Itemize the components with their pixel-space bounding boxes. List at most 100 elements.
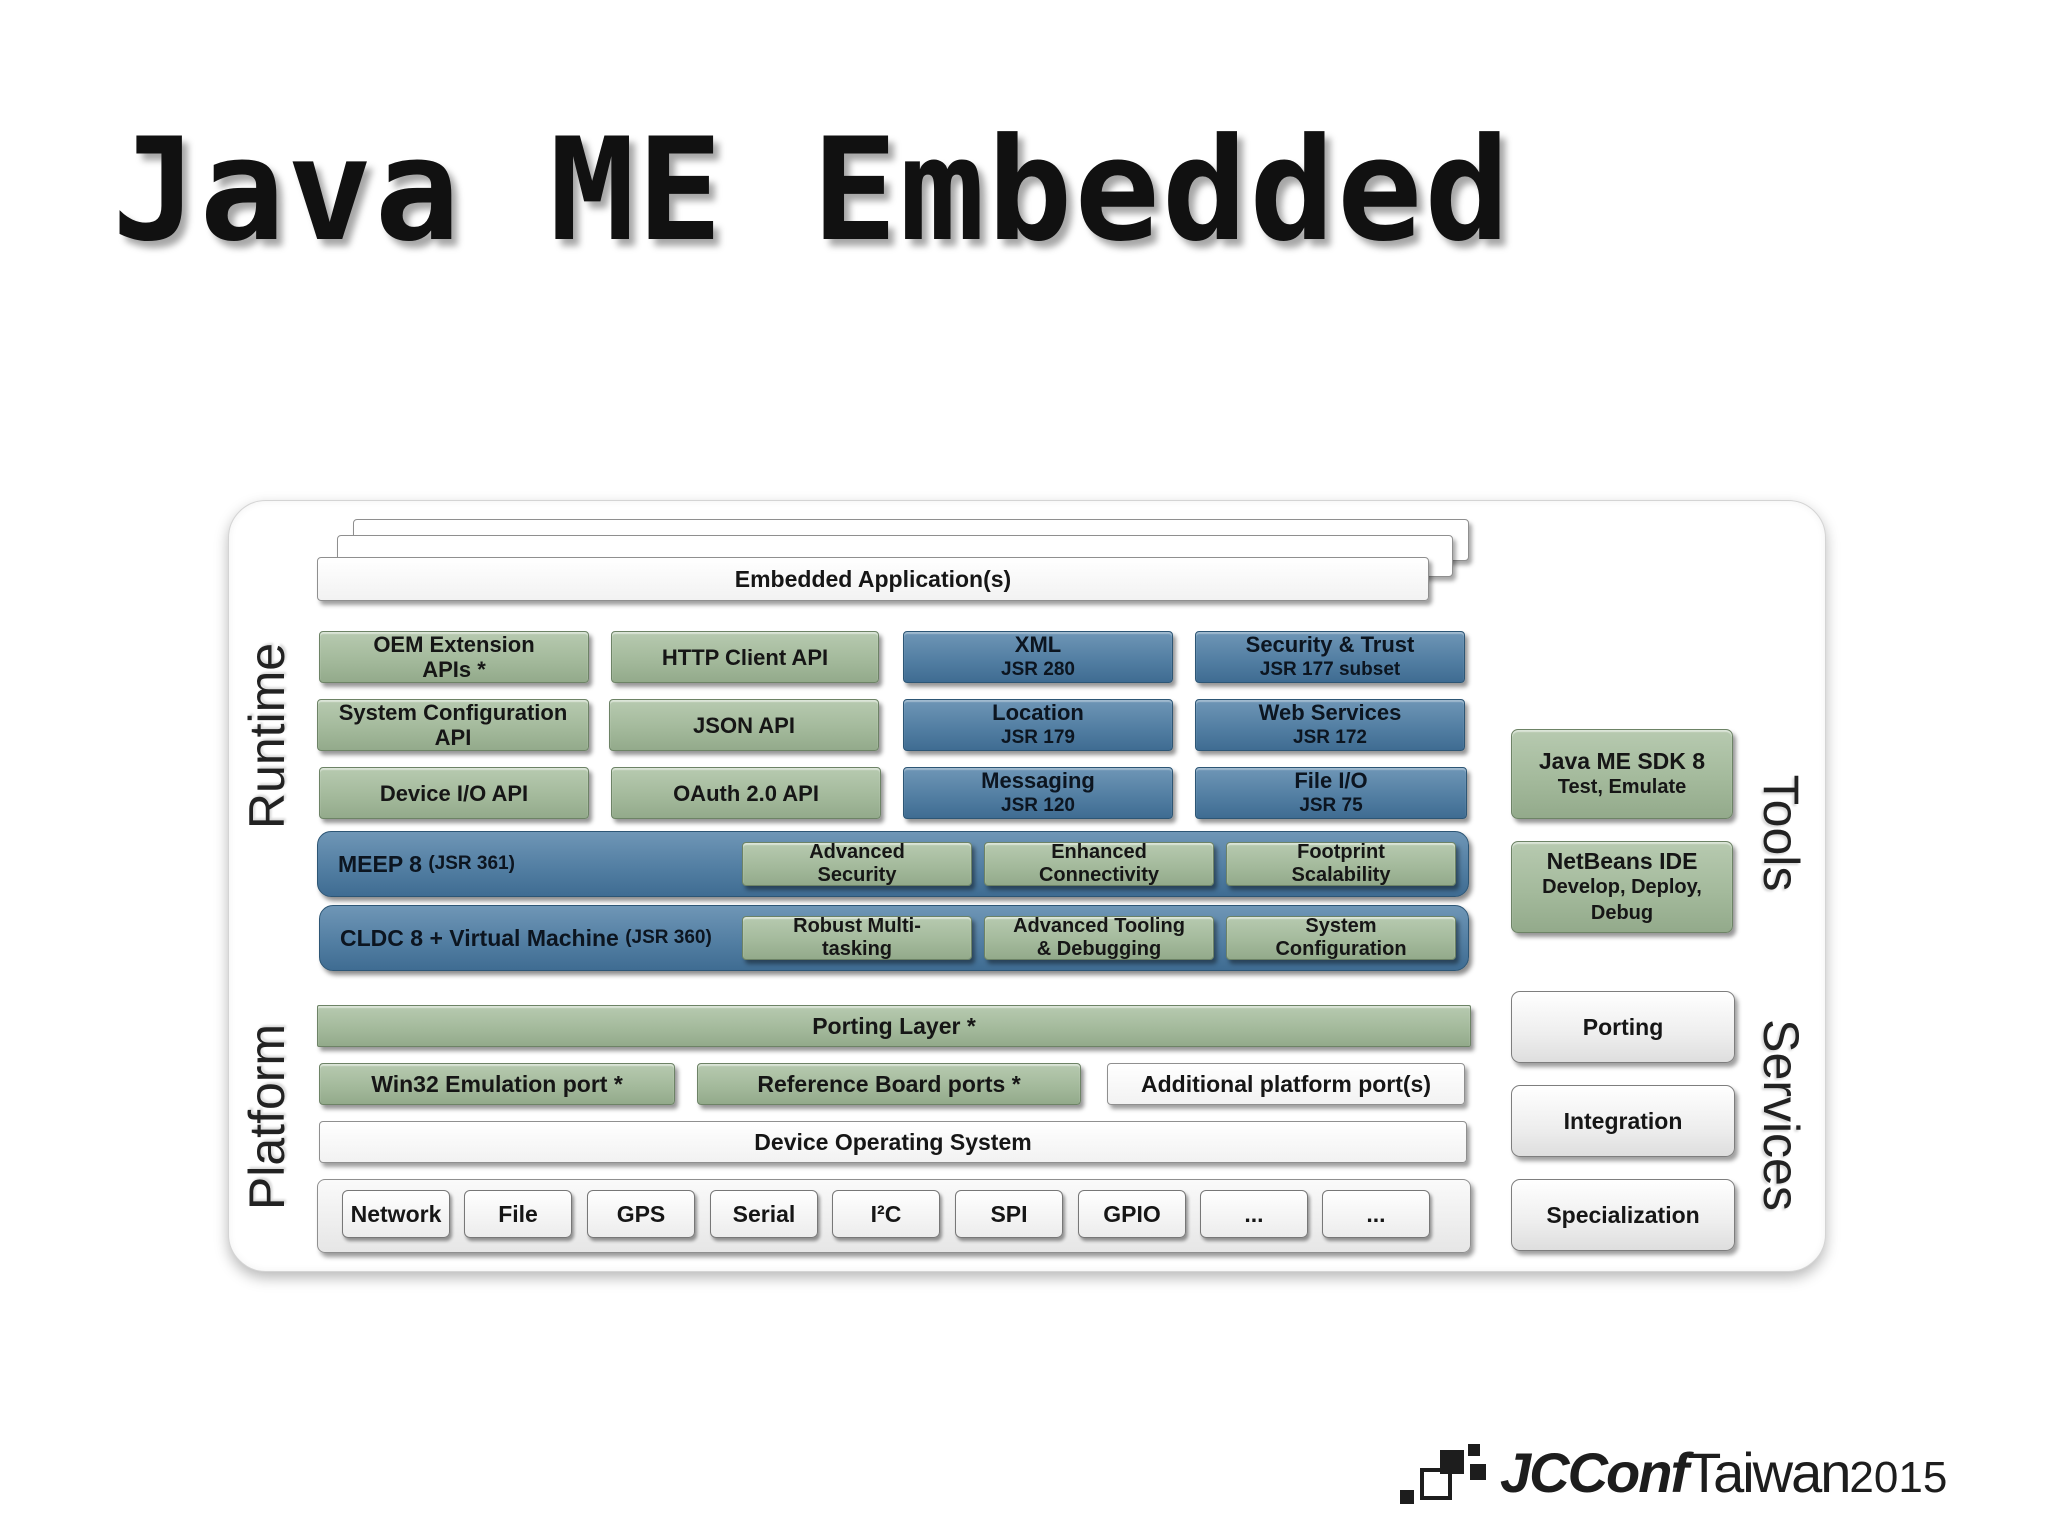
hw-more-2: ... [1322, 1190, 1430, 1238]
cldc-feature-advanced-tooling: Advanced Tooling & Debugging [984, 915, 1214, 960]
api-block-line1: JSON API [693, 712, 795, 738]
port-label: Reference Board ports * [757, 1070, 1021, 1097]
api-block-jsr: JSR 280 [1001, 659, 1075, 680]
meep-layer-label: MEEP 8 (JSR 361) [338, 832, 515, 896]
services-label: Services [1753, 1019, 1809, 1211]
tool-name: NetBeans IDE [1546, 848, 1698, 874]
api-block-web-services: Web Services JSR 172 [1195, 699, 1465, 751]
architecture-diagram: Runtime Platform Tools Services Embedded… [228, 500, 1826, 1272]
meep-feature-footprint-scalability: Footprint Scalability [1226, 841, 1456, 886]
feature-line1: Enhanced [1051, 841, 1147, 863]
port-additional-platform: Additional platform port(s) [1107, 1063, 1465, 1105]
tool-java-me-sdk: Java ME SDK 8 Test, Emulate [1511, 729, 1733, 819]
device-os-label: Device Operating System [754, 1128, 1032, 1155]
hardware-tray: Network File GPS Serial I²C SPI GPIO ...… [317, 1179, 1471, 1253]
api-block-xml: XML JSR 280 [903, 631, 1173, 683]
jcconf-logo-mark-icon [1400, 1442, 1496, 1508]
feature-line2: Scalability [1291, 864, 1391, 886]
jcconf-logo: JCConfTaiwan2015 [1400, 1442, 1947, 1508]
api-block-http-client: HTTP Client API [611, 631, 879, 683]
api-block-line1: OAuth 2.0 API [673, 780, 819, 806]
embedded-applications-layer: Embedded Application(s) [317, 557, 1429, 601]
hw-gps: GPS [587, 1190, 695, 1238]
service-label: Specialization [1546, 1201, 1700, 1228]
hw-spi: SPI [955, 1190, 1063, 1238]
service-porting: Porting [1511, 991, 1735, 1063]
api-block-security-trust: Security & Trust JSR 177 subset [1195, 631, 1465, 683]
tools-label: Tools [1753, 774, 1809, 892]
api-block-line1: Security & Trust [1245, 632, 1415, 657]
platform-label: Platform [239, 1023, 295, 1211]
api-block-jsr: JSR 75 [1299, 795, 1363, 816]
tool-name: Java ME SDK 8 [1538, 748, 1706, 774]
hw-gpio: GPIO [1078, 1190, 1186, 1238]
api-block-file-io: File I/O JSR 75 [1195, 767, 1467, 819]
porting-layer-label: Porting Layer * [812, 1012, 976, 1039]
api-block-jsr: JSR 172 [1293, 727, 1367, 748]
cldc-name: CLDC 8 + Virtual Machine [340, 924, 619, 951]
tool-description: Test, Emulate [1557, 776, 1687, 798]
hw-i2c: I²C [832, 1190, 940, 1238]
feature-line2: tasking [821, 938, 893, 960]
slide-title: Java ME Embedded [112, 108, 1512, 273]
api-block-line1: HTTP Client API [661, 644, 829, 670]
hw-network: Network [342, 1190, 450, 1238]
api-block-messaging: Messaging JSR 120 [903, 767, 1173, 819]
hw-more-1: ... [1200, 1190, 1308, 1238]
api-block-line2: APIs * [422, 657, 486, 682]
logo-brand: JCConf [1500, 1441, 1689, 1504]
api-block-line1: XML [1014, 632, 1062, 657]
hw-file: File [464, 1190, 572, 1238]
feature-line2: Configuration [1275, 938, 1407, 960]
cldc-layer: CLDC 8 + Virtual Machine (JSR 360) Robus… [319, 905, 1469, 971]
jcconf-logo-text: JCConfTaiwan2015 [1500, 1443, 1947, 1508]
service-label: Integration [1563, 1107, 1683, 1134]
api-block-oauth: OAuth 2.0 API [611, 767, 881, 819]
api-block-device-io: Device I/O API [319, 767, 589, 819]
port-label: Win32 Emulation port * [371, 1070, 623, 1097]
api-block-line1: File I/O [1294, 768, 1368, 793]
cldc-feature-system-configuration: System Configuration [1226, 915, 1456, 960]
meep-jsr: (JSR 361) [428, 853, 515, 874]
port-reference-board: Reference Board ports * [697, 1063, 1081, 1105]
feature-line1: Advanced [809, 841, 905, 863]
tool-description-cont: Debug [1590, 902, 1654, 924]
api-block-line1: Web Services [1258, 700, 1402, 725]
service-label: Porting [1582, 1013, 1664, 1040]
api-block-json: JSON API [609, 699, 879, 751]
feature-line1: System [1305, 915, 1377, 937]
api-block-location: Location JSR 179 [903, 699, 1173, 751]
api-block-line1: Location [992, 700, 1084, 725]
logo-year: 2015 [1849, 1453, 1948, 1502]
api-block-jsr: JSR 179 [1001, 727, 1075, 748]
hw-serial: Serial [710, 1190, 818, 1238]
runtime-label: Runtime [239, 642, 295, 830]
meep-feature-advanced-security: Advanced Security [742, 841, 972, 886]
tool-description: Develop, Deploy, [1542, 876, 1702, 898]
porting-layer: Porting Layer * [317, 1005, 1471, 1047]
api-block-line1: Device I/O API [379, 780, 529, 806]
service-specialization: Specialization [1511, 1179, 1735, 1251]
meep-feature-enhanced-connectivity: Enhanced Connectivity [984, 841, 1214, 886]
feature-line1: Robust Multi- [793, 915, 921, 937]
logo-location: Taiwan [1687, 1441, 1851, 1504]
feature-line1: Advanced Tooling [1013, 915, 1185, 937]
cldc-jsr: (JSR 360) [625, 927, 712, 948]
port-win32-emulation: Win32 Emulation port * [319, 1063, 675, 1105]
api-block-oem-extension: OEM Extension APIs * [319, 631, 589, 683]
feature-line2: Connectivity [1038, 864, 1160, 886]
tool-netbeans-ide: NetBeans IDE Develop, Deploy, Debug [1511, 841, 1733, 933]
meep-name: MEEP 8 [338, 850, 422, 877]
feature-line1: Footprint [1297, 841, 1385, 863]
cldc-feature-robust-multitasking: Robust Multi- tasking [742, 915, 972, 960]
cldc-layer-label: CLDC 8 + Virtual Machine (JSR 360) [340, 906, 712, 970]
api-block-line1: OEM Extension [373, 632, 535, 657]
api-block-jsr: JSR 120 [1001, 795, 1075, 816]
device-operating-system: Device Operating System [319, 1121, 1467, 1163]
api-block-line2: API [434, 725, 472, 750]
service-integration: Integration [1511, 1085, 1735, 1157]
feature-line2: Security [817, 864, 897, 886]
feature-line2: & Debugging [1036, 938, 1162, 960]
api-block-system-configuration: System Configuration API [317, 699, 589, 751]
api-block-line1: System Configuration [338, 700, 568, 725]
